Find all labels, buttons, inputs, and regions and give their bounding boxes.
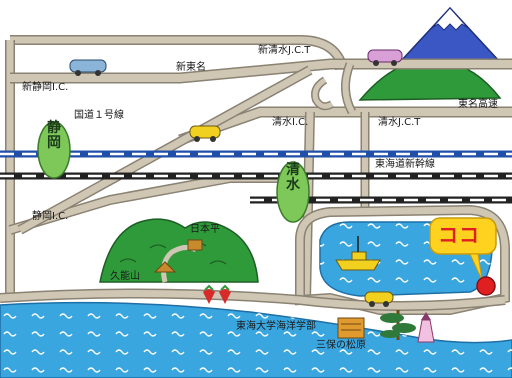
label-nihondaira: 日本平 <box>190 224 220 235</box>
koko-callout <box>429 217 497 281</box>
lighthouse-icon <box>417 312 435 343</box>
koko-label: ココ <box>438 223 480 247</box>
label-miho: 三保の松原 <box>316 340 366 351</box>
label-kokudo-1: 国道１号線 <box>74 110 124 121</box>
label-tokai-univ: 東海大学海洋学部 <box>236 321 316 332</box>
label-shimizu-ic: 清水I.C. <box>272 117 309 128</box>
label-shin-shimizu-jct: 新清水J.C.T <box>258 45 311 56</box>
ship-icon <box>335 236 381 271</box>
city-label-shimizu: 清水 <box>286 162 300 193</box>
label-shin-shizuoka-ic: 新静岡I.C. <box>22 82 69 93</box>
label-tomei: 東名高速 <box>458 99 498 110</box>
label-kunozan: 久能山 <box>110 271 140 282</box>
car-icon <box>69 59 107 76</box>
location-pin-icon <box>476 276 496 296</box>
label-shimizu-jct: 清水J.C.T <box>378 117 421 128</box>
car-icon <box>367 49 403 66</box>
label-shin-tomei: 新東名 <box>176 62 206 73</box>
car-icon <box>189 125 221 142</box>
car-icon <box>364 291 394 307</box>
label-shinkansen: 東海道新幹線 <box>375 159 435 170</box>
university-building-icon <box>337 317 365 339</box>
strawberry-icon <box>203 284 231 304</box>
city-label-shizuoka: 静岡 <box>47 120 61 151</box>
mount-fuji-icon <box>398 6 502 63</box>
pine-tree-icon <box>380 310 416 340</box>
city-oval-shizuoka <box>37 121 71 179</box>
city-oval-shimizu <box>276 161 310 223</box>
label-shizuoka-ic: 静岡I.C. <box>32 211 69 222</box>
